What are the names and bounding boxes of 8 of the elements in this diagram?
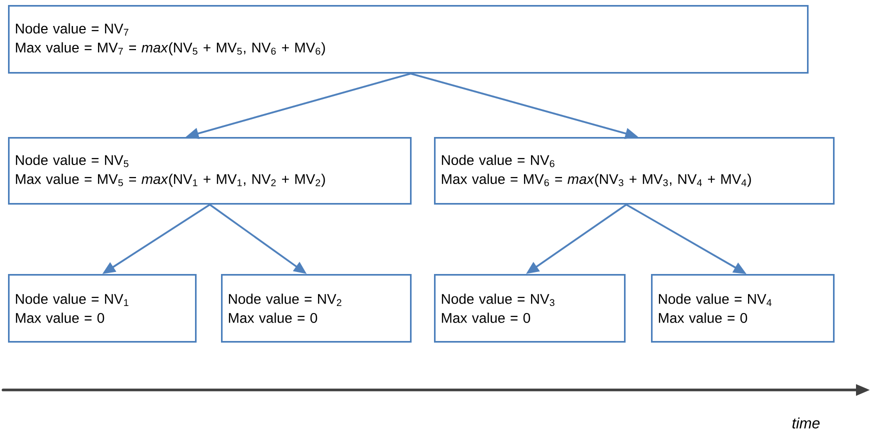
- value-box: Node value = NV$_{4}$ Max value = 0: [651, 274, 835, 343]
- value-box: Node value = NV$_{6}$ Max value = MV$_{6}$ = max(NV$_{3}$ + MV$_{3}$, NV$_{4}$ + MV$_{4}$): [434, 136, 835, 205]
- value-box: Node value = NV$_{1}$ Max value = 0: [8, 274, 197, 343]
- value-box: Node value = NV$_{5}$ Max value = MV$_{5}$ = max(NV$_{1}$ + MV$_{1}$, NV$_{2}$ + MV$_{2}$): [8, 136, 412, 205]
- value-box: Node value = NV$_{3}$ Max value = 0: [434, 274, 626, 343]
- value-box: Node value = NV$_{7}$ Max value = MV$_{7}$ = max(NV$_{5}$ + MV$_{5}$, NV$_{6}$ + MV$_{6}$): [8, 5, 809, 74]
- value-box: Node value = NV$_{2}$ Max value = 0: [221, 274, 412, 343]
- axis-label: time: [792, 417, 820, 428]
